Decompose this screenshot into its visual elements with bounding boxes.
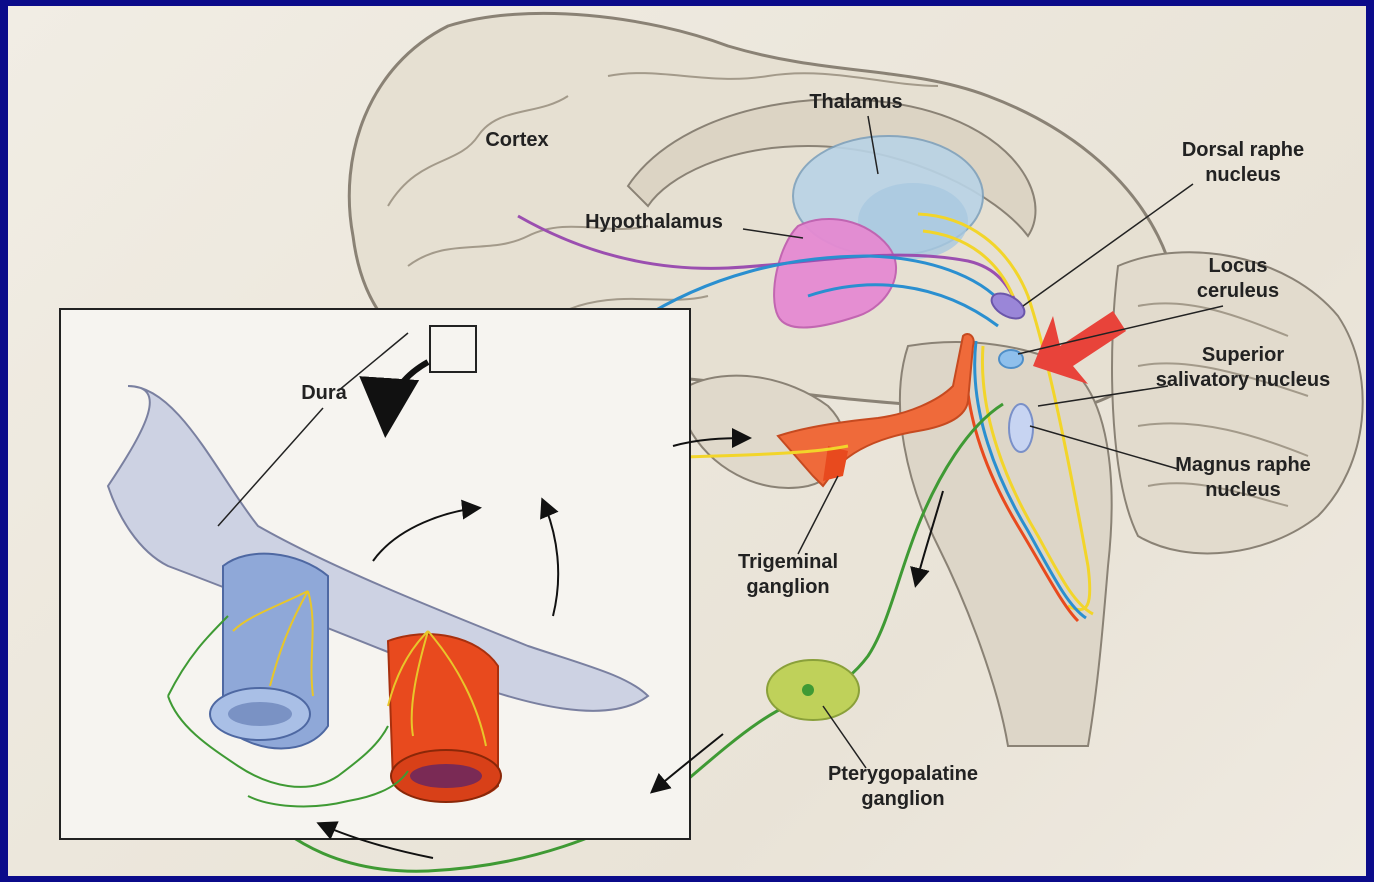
- migraine-pathway-diagram: Thalamus Cortex Hypothalamus Dorsal raph…: [8, 6, 1366, 876]
- locus-ceruleus-shape: [999, 350, 1023, 368]
- label-trigeminal-2: ganglion: [746, 576, 829, 598]
- diagram-frame: Thalamus Cortex Hypothalamus Dorsal raph…: [8, 6, 1366, 876]
- label-pterygopalatine-2: ganglion: [861, 788, 944, 810]
- magnus-raphe-nucleus-shape: [1009, 404, 1033, 452]
- label-superior-2: salivatory nucleus: [1156, 369, 1331, 391]
- label-dorsal-raphe-2: nucleus: [1205, 164, 1281, 186]
- label-dorsal-raphe-1: Dorsal raphe: [1182, 139, 1304, 161]
- label-locus-1: Locus: [1209, 255, 1268, 277]
- label-cortex: Cortex: [485, 129, 548, 151]
- label-locus-2: ceruleus: [1197, 280, 1279, 302]
- label-magnus-1: Magnus raphe: [1175, 454, 1311, 476]
- label-pterygopalatine-1: Pterygopalatine: [828, 763, 978, 785]
- label-thalamus: Thalamus: [809, 91, 902, 113]
- inset-box: [60, 309, 690, 839]
- label-trigeminal-1: Trigeminal: [738, 551, 838, 573]
- label-magnus-2: nucleus: [1205, 479, 1281, 501]
- label-hypothalamus: Hypothalamus: [585, 211, 723, 233]
- label-superior-1: Superior: [1202, 344, 1284, 366]
- label-dura: Dura: [301, 382, 347, 404]
